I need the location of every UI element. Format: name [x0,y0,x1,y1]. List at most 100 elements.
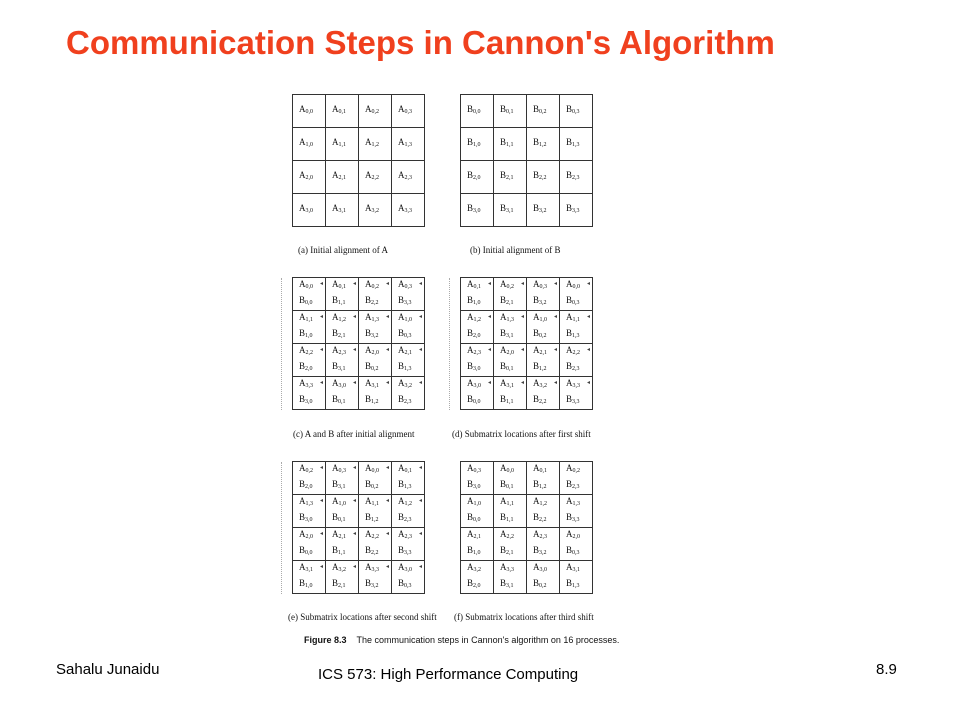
grid-cell: B2,3 [560,161,593,194]
submatrix-letter: B [299,295,306,305]
submatrix-b: B3,3 [566,511,592,527]
submatrix-b: B2,0 [467,327,493,343]
submatrix-index: 0,2 [539,583,547,589]
submatrix-a: A2,1 [332,169,358,185]
submatrix-index: 3,2 [473,567,482,573]
submatrix-index: 3,3 [371,567,380,573]
submatrix-letter: A [500,378,507,388]
submatrix-index: 0,3 [404,583,412,589]
submatrix-a: A1,3 [398,136,424,152]
submatrix-index: 2,0 [473,175,481,181]
submatrix-index: 3,0 [473,484,481,490]
shift-left-arrow-icon: ◂ [385,498,389,504]
shift-left-arrow-icon: ◂ [553,380,557,386]
submatrix-letter: B [533,104,540,114]
submatrix-b: B3,0 [299,511,325,527]
submatrix-letter: A [365,529,372,539]
submatrix-a: A3,1 [332,202,358,218]
submatrix-a: A3,2 [332,561,358,577]
submatrix-letter: B [500,545,507,555]
submatrix-b: B3,2 [533,294,559,310]
submatrix-index: 0,1 [473,284,482,290]
submatrix-letter: A [467,496,474,506]
shift-left-arrow-icon: ◂ [385,564,389,570]
submatrix-index: 1,2 [371,399,379,405]
submatrix-index: 3,0 [473,366,481,372]
submatrix-index: 1,0 [539,317,548,323]
caption-panel-e: (e) Submatrix locations after second shi… [288,612,437,622]
submatrix-index: 2,0 [473,583,481,589]
submatrix-index: 0,0 [305,300,313,306]
submatrix-index: 3,3 [305,383,314,389]
submatrix-index: 2,0 [305,175,314,181]
submatrix-index: 1,0 [305,333,313,339]
submatrix-index: 0,2 [305,468,314,474]
submatrix-b: B2,0 [299,360,325,376]
submatrix-letter: A [533,279,540,289]
submatrix-letter: A [299,104,306,114]
submatrix-b: B3,3 [398,294,424,310]
submatrix-a: A0,3 [398,278,424,294]
submatrix-index: 2,1 [506,550,514,556]
submatrix-b: B3,2 [365,577,391,593]
grid-cell: B3,3 [560,194,593,227]
submatrix-b: B0,2 [365,360,391,376]
submatrix-letter: A [398,378,405,388]
submatrix-b: B0,1 [500,360,526,376]
submatrix-index: 3,2 [371,583,379,589]
submatrix-index: 1,3 [404,142,413,148]
submatrix-b: B1,1 [500,511,526,527]
shift-left-arrow-icon: ◂ [586,314,590,320]
submatrix-index: 0,2 [371,484,379,490]
submatrix-index: 1,3 [572,501,581,507]
caption-panel-d: (d) Submatrix locations after first shif… [452,429,591,439]
submatrix-index: 2,3 [572,175,580,181]
submatrix-a: A0,1 [467,278,493,294]
submatrix-index: 2,2 [371,300,379,306]
submatrix-a: A1,3 [365,311,391,327]
submatrix-index: 3,0 [539,567,548,573]
submatrix-letter: A [566,378,573,388]
submatrix-letter: A [365,312,372,322]
submatrix-letter: A [365,378,372,388]
submatrix-b: B1,0 [299,327,325,343]
shift-left-arrow-icon: ◂ [352,281,356,287]
submatrix-index: 0,1 [506,484,514,490]
submatrix-letter: A [332,529,339,539]
submatrix-letter: A [299,496,306,506]
submatrix-index: 3,1 [506,583,514,589]
submatrix-letter: A [299,378,306,388]
submatrix-a: A0,3 [533,278,559,294]
submatrix-index: 0,3 [572,550,580,556]
submatrix-index: 0,2 [371,366,379,372]
submatrix-index: 0,0 [305,550,313,556]
submatrix-index: 2,3 [404,175,413,181]
submatrix-letter: A [467,562,474,572]
shift-left-arrow-icon: ◂ [586,347,590,353]
submatrix-letter: A [398,137,405,147]
submatrix-a: A2,3 [533,528,559,544]
shift-left-arrow-icon: ◂ [418,380,422,386]
submatrix-a: A3,3 [500,561,526,577]
submatrix-index: 0,2 [371,109,380,115]
submatrix-a: A3,2 [467,561,493,577]
submatrix-a: A0,0 [299,278,325,294]
submatrix-letter: B [500,137,507,147]
submatrix-letter: A [299,345,306,355]
submatrix-index: 1,1 [506,142,514,148]
submatrix-letter: B [533,545,540,555]
submatrix-b: B0,3 [566,544,592,560]
submatrix-letter: A [500,496,507,506]
submatrix-a: A2,2 [299,344,325,360]
submatrix-index: 2,2 [506,534,515,540]
submatrix-b: B0,2 [533,103,559,119]
submatrix-b: B1,2 [533,478,559,494]
submatrix-letter: B [398,295,405,305]
